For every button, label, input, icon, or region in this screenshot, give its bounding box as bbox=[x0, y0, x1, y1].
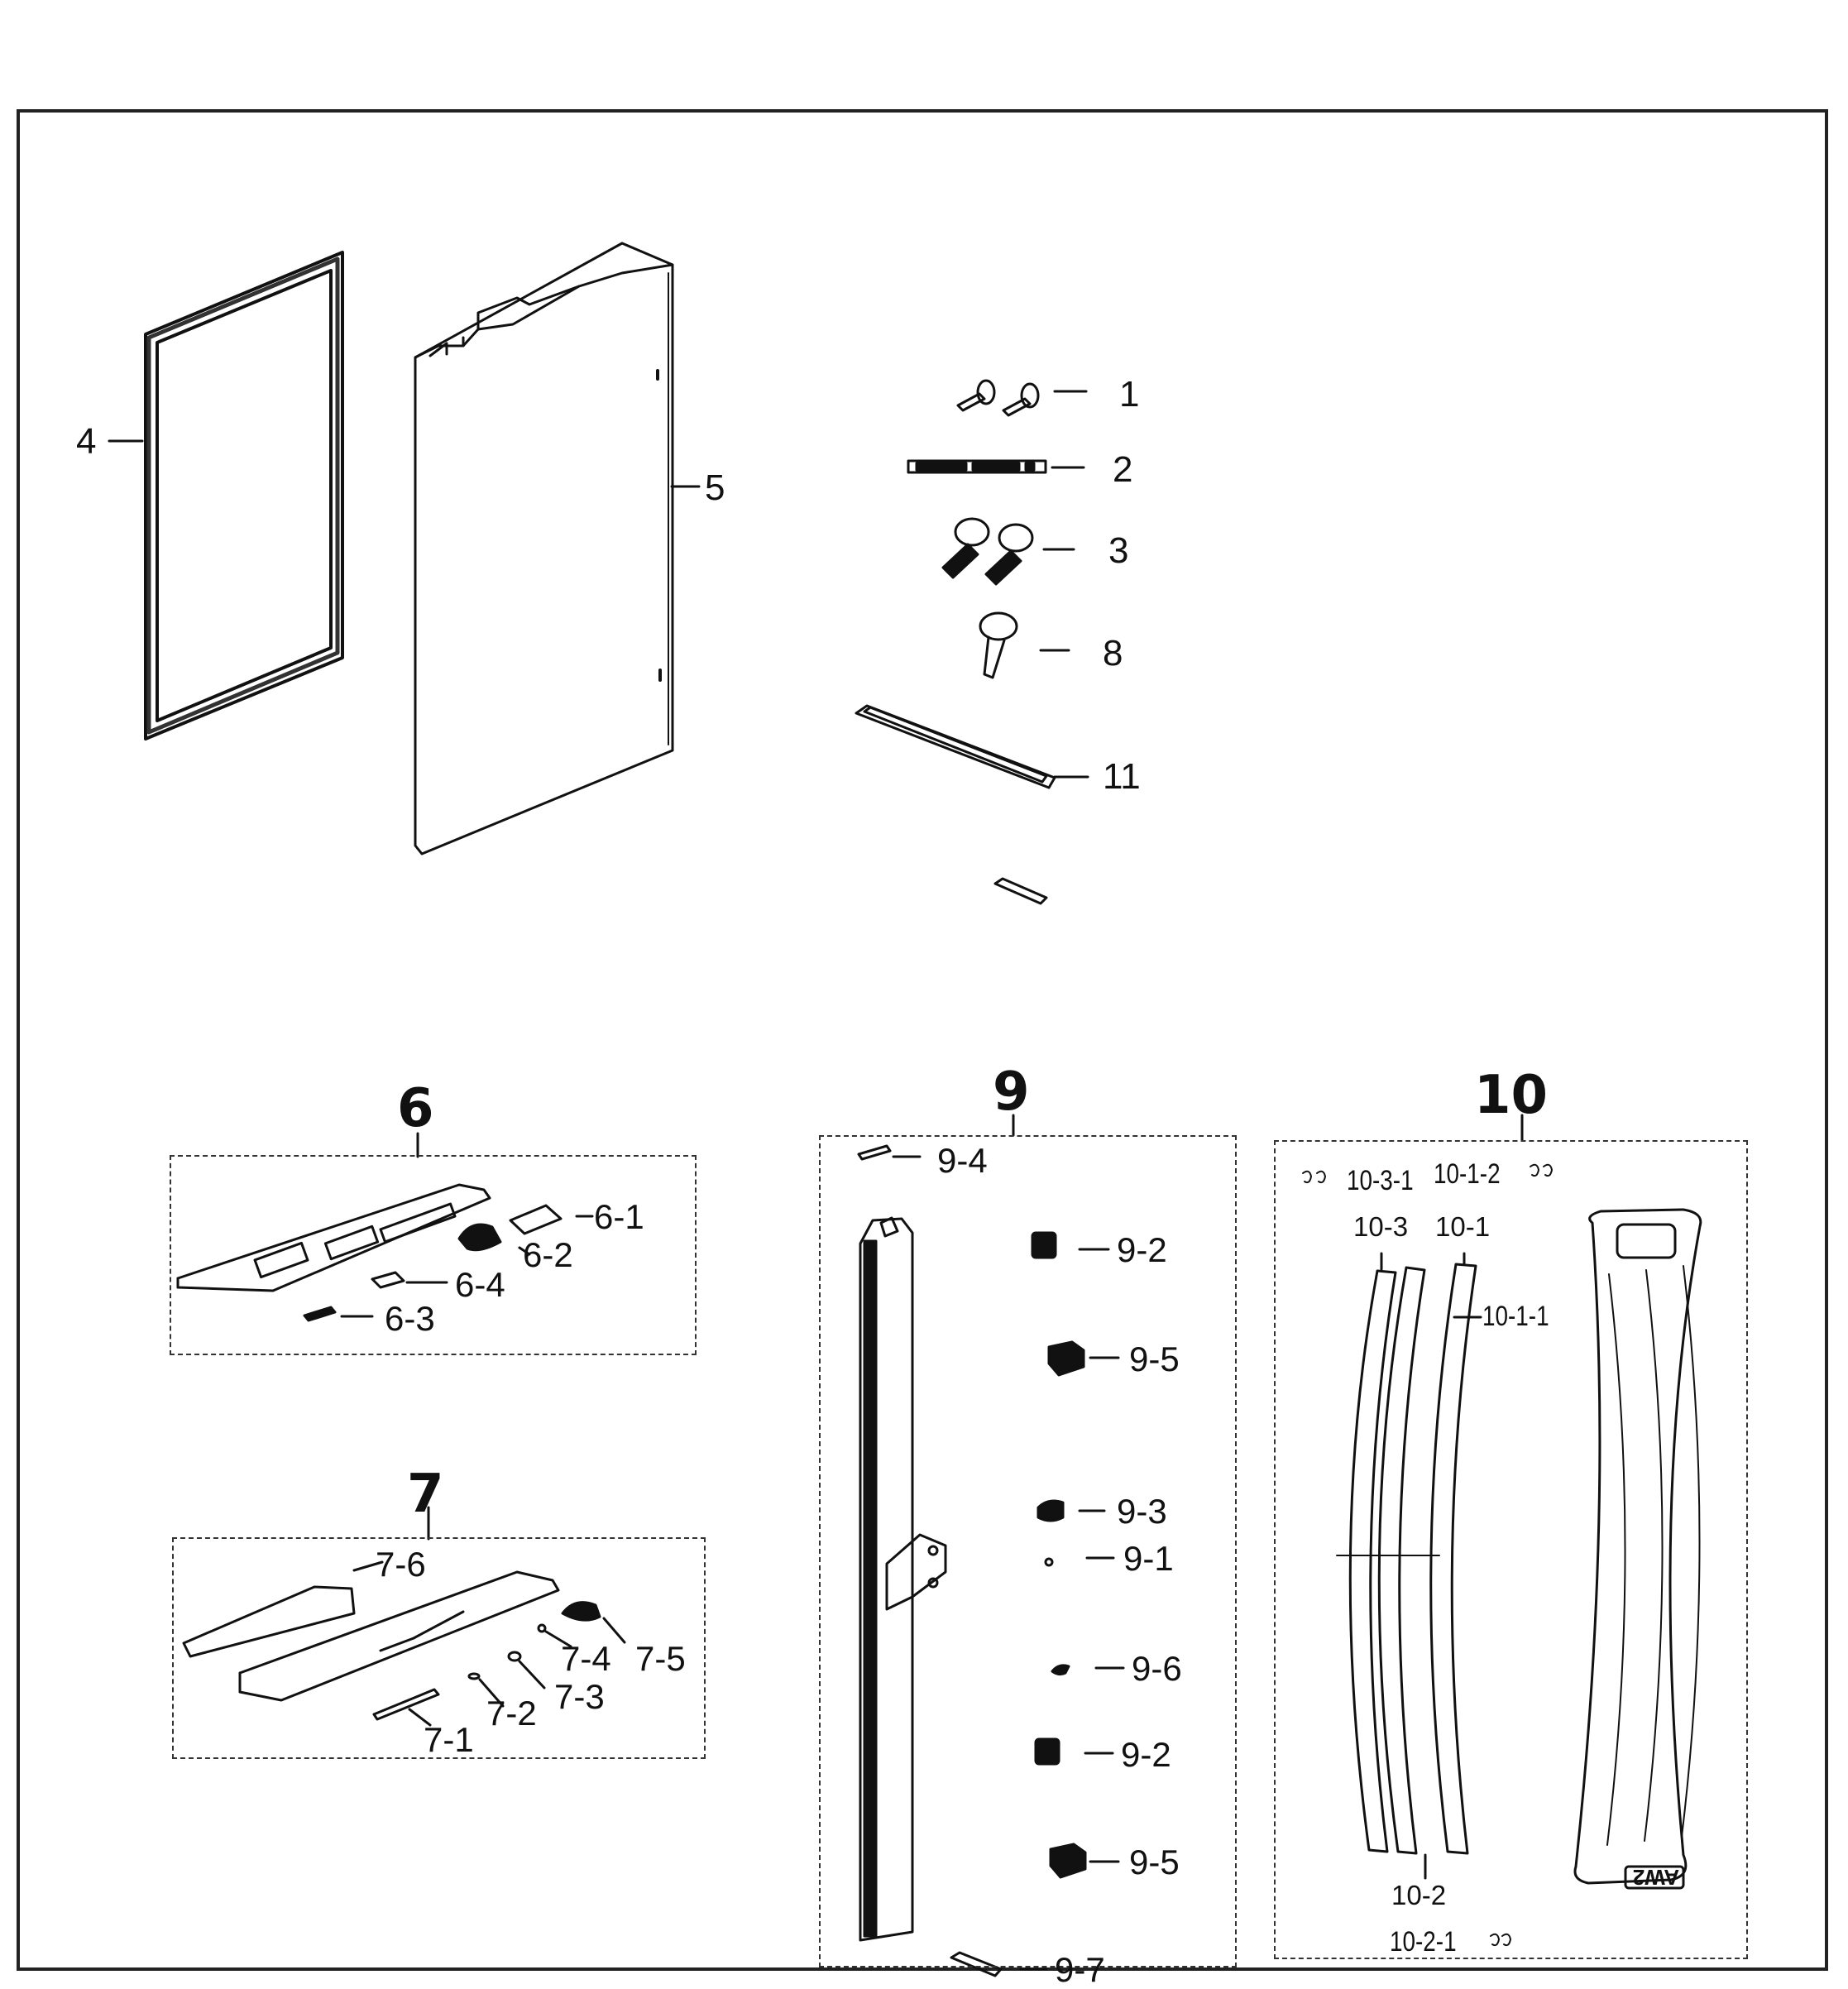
part-9-5-b bbox=[1049, 1843, 1087, 1879]
label-9-4: 9-4 bbox=[937, 1141, 988, 1180]
label-6-3: 6-3 bbox=[385, 1299, 435, 1338]
callout-3: 3 bbox=[1108, 530, 1129, 571]
group10-box bbox=[1274, 1140, 1748, 1959]
callout-2: 2 bbox=[1113, 449, 1133, 490]
group7-bracket bbox=[182, 1560, 626, 1727]
callout-8: 8 bbox=[1103, 633, 1123, 673]
label-9-2-a: 9-2 bbox=[1117, 1230, 1167, 1269]
label-9-5-a: 9-5 bbox=[1129, 1340, 1180, 1378]
hinge-strip bbox=[907, 459, 1047, 474]
part-10-1 bbox=[1429, 1263, 1477, 1855]
part-10-2-1-clips bbox=[1490, 1933, 1500, 1947]
cover-strip bbox=[855, 704, 1056, 789]
part-6-1-plate bbox=[509, 1204, 563, 1235]
label-7-4: 7-4 bbox=[561, 1639, 611, 1678]
part-10-2 bbox=[1377, 1266, 1426, 1855]
label-6-2: 6-2 bbox=[523, 1235, 573, 1274]
group9-title: 9 bbox=[993, 1062, 1030, 1123]
diagram-frame bbox=[17, 109, 1828, 1971]
part-9-7 bbox=[950, 1951, 1003, 1977]
part-10-1-2-clips bbox=[1530, 1163, 1539, 1177]
label-9-2-b: 9-2 bbox=[1121, 1735, 1171, 1774]
label-9-7: 9-7 bbox=[1055, 1950, 1105, 1989]
part-9-2-a bbox=[1031, 1231, 1057, 1259]
small-strip bbox=[993, 877, 1048, 905]
part-9-5-a bbox=[1047, 1340, 1085, 1377]
part-9-2-b bbox=[1034, 1737, 1060, 1766]
part-10-3-1-clips bbox=[1302, 1170, 1312, 1184]
label-10-3: 10-3 bbox=[1353, 1211, 1409, 1242]
group6-bracket bbox=[176, 1183, 594, 1322]
label-10-2: 10-2 bbox=[1391, 1880, 1447, 1910]
door-panel bbox=[414, 242, 674, 856]
part-6-2-hinge bbox=[457, 1223, 502, 1252]
label-9-6: 9-6 bbox=[1132, 1649, 1182, 1688]
part-9-1 bbox=[1044, 1557, 1054, 1567]
part-7-4-screw bbox=[537, 1623, 547, 1633]
part-6-3-clip bbox=[303, 1306, 337, 1322]
callout-4: 4 bbox=[76, 421, 97, 462]
part-6-4-pad bbox=[371, 1271, 405, 1289]
callout-11: 11 bbox=[1103, 756, 1141, 797]
part-9-4 bbox=[857, 1144, 892, 1161]
screw-pair bbox=[941, 517, 1034, 586]
label-6-4: 6-4 bbox=[455, 1265, 505, 1304]
label-9-1: 9-1 bbox=[1123, 1539, 1174, 1578]
part-7-5-hinge bbox=[561, 1601, 601, 1622]
callout-5: 5 bbox=[705, 467, 725, 508]
part-7-3-washer bbox=[507, 1651, 522, 1662]
part-7-1-rod bbox=[372, 1688, 440, 1721]
group6-title: 6 bbox=[397, 1078, 434, 1139]
group7-box bbox=[172, 1537, 706, 1759]
group10-gaskets bbox=[1302, 1163, 1702, 1947]
label-10-1: 10-1 bbox=[1435, 1211, 1491, 1242]
label-7-5: 7-5 bbox=[635, 1639, 686, 1678]
part-9-6 bbox=[1051, 1664, 1070, 1676]
label-7-2: 7-2 bbox=[486, 1694, 537, 1733]
label-10-2-1: 10-2-1 bbox=[1390, 1926, 1457, 1958]
label-7-6: 7-6 bbox=[376, 1545, 426, 1584]
door-gasket bbox=[144, 251, 344, 740]
label-10-1-2: 10-1-2 bbox=[1434, 1158, 1501, 1190]
label-9-3: 9-3 bbox=[1117, 1492, 1167, 1531]
tray-marking: AW2 bbox=[1632, 1865, 1680, 1890]
label-7-1: 7-1 bbox=[424, 1720, 474, 1759]
part-7-2-pin bbox=[467, 1672, 481, 1680]
label-7-3: 7-3 bbox=[554, 1677, 605, 1716]
label-10-1-1: 10-1-1 bbox=[1482, 1301, 1549, 1332]
label-9-5-b: 9-5 bbox=[1129, 1843, 1180, 1881]
group9-box bbox=[819, 1135, 1237, 1967]
part-9-3 bbox=[1037, 1499, 1065, 1522]
group9-hinge-rail bbox=[857, 1144, 1125, 1977]
group7-title: 7 bbox=[407, 1464, 444, 1525]
hinge-pin-pair bbox=[956, 379, 1040, 417]
group6-box bbox=[170, 1155, 697, 1355]
part-7-6-plate bbox=[182, 1585, 356, 1658]
group10-title: 10 bbox=[1474, 1065, 1549, 1126]
label-10-3-1: 10-3-1 bbox=[1347, 1165, 1414, 1196]
label-6-1: 6-1 bbox=[594, 1197, 644, 1236]
gasket-tray bbox=[1573, 1208, 1702, 1885]
part-10-3 bbox=[1348, 1269, 1397, 1853]
callout-1: 1 bbox=[1119, 374, 1140, 415]
bolt bbox=[979, 611, 1018, 679]
